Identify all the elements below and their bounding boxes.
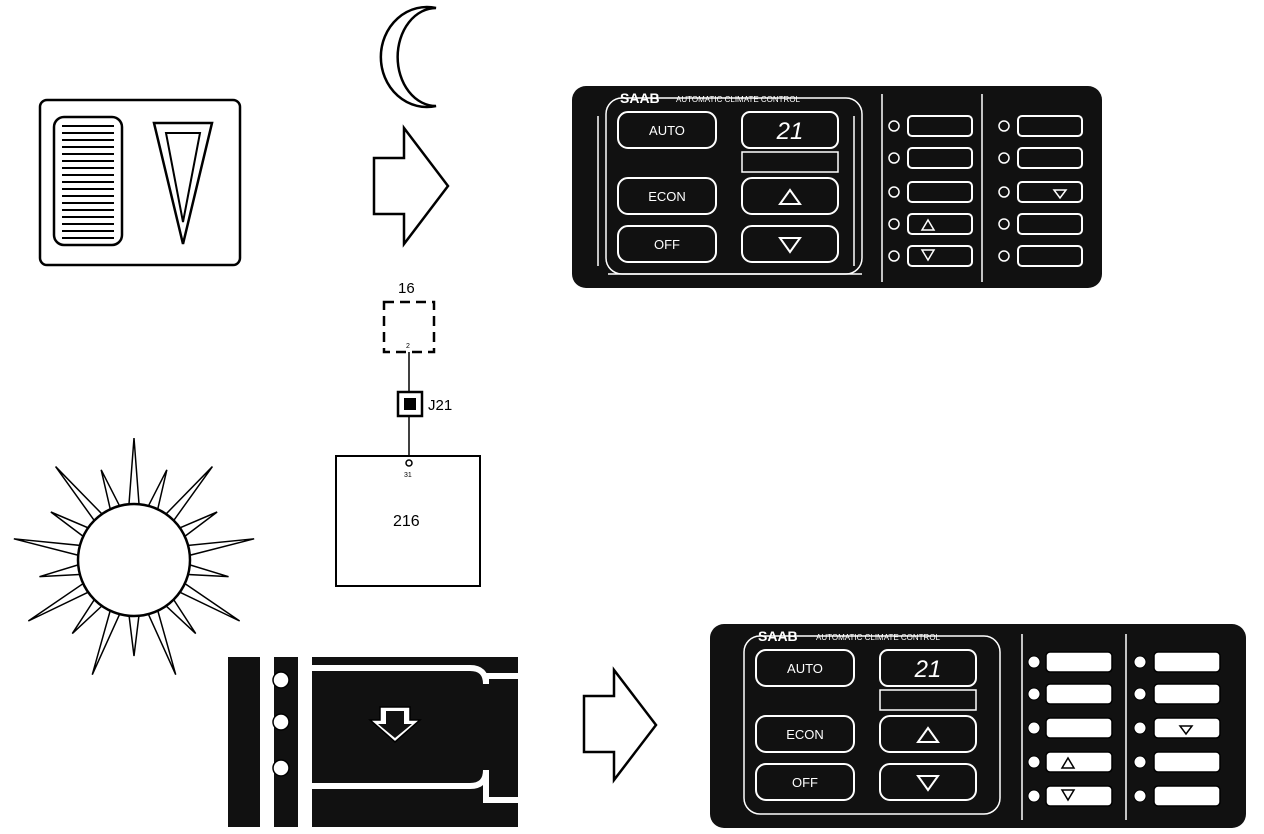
right-arrow-icon bbox=[372, 124, 450, 248]
temp-up-button[interactable] bbox=[879, 715, 977, 753]
fan-down-button[interactable] bbox=[907, 245, 973, 267]
temp-down-button[interactable] bbox=[879, 763, 977, 801]
temp-up-button[interactable] bbox=[741, 177, 839, 215]
sun-ray bbox=[27, 581, 92, 622]
temperature-value: 21 bbox=[776, 118, 804, 145]
module-pin: 31 bbox=[404, 472, 412, 479]
up-triangle-icon bbox=[778, 188, 802, 205]
junction-label: J21 bbox=[428, 397, 452, 414]
auto-button-label: AUTO bbox=[649, 123, 685, 138]
fan-up-button[interactable] bbox=[907, 213, 973, 235]
defrost-front-button[interactable] bbox=[1045, 683, 1113, 705]
up-triangle-icon bbox=[916, 726, 940, 743]
defrost-button[interactable] bbox=[1153, 651, 1221, 673]
temperature-display bbox=[741, 111, 839, 149]
defrost-button[interactable] bbox=[1017, 115, 1083, 137]
fan-down-button[interactable] bbox=[1045, 785, 1113, 807]
off-button-label: OFF bbox=[654, 237, 680, 252]
fan-up-button[interactable] bbox=[1045, 751, 1113, 773]
sun-ray bbox=[146, 607, 177, 675]
off-button[interactable] bbox=[617, 225, 717, 263]
sun-ray bbox=[127, 613, 141, 657]
module-number: 216 bbox=[393, 513, 420, 530]
auto-button[interactable] bbox=[755, 649, 855, 687]
econ-button-label: ECON bbox=[786, 727, 824, 742]
panel-brand: SAAB bbox=[758, 628, 798, 644]
vent-floor-button[interactable] bbox=[1153, 751, 1221, 773]
sun-ray bbox=[39, 563, 83, 578]
panel-subtitle: AUTOMATIC CLIMATE CONTROL bbox=[816, 633, 941, 642]
wiring-diagram: 16 2 J21 31 216 bbox=[335, 280, 481, 587]
hvac-panel-night: SAAB AUTOMATIC CLIMATE CONTROL AUTO ECON… bbox=[572, 86, 1102, 288]
connector-number: 16 bbox=[398, 280, 415, 297]
sun-ray bbox=[100, 469, 122, 513]
defrost-rear-button[interactable] bbox=[1045, 651, 1113, 673]
off-button[interactable] bbox=[755, 763, 855, 801]
connector-16 bbox=[382, 300, 436, 354]
floor-button[interactable] bbox=[1153, 717, 1221, 739]
windscreen-button[interactable] bbox=[907, 181, 973, 203]
econ-button-label: ECON bbox=[648, 189, 686, 204]
crescent-moon-icon bbox=[379, 5, 437, 109]
vent-button[interactable] bbox=[1153, 785, 1221, 807]
auto-button[interactable] bbox=[617, 111, 717, 149]
light-sensor-strip-icon bbox=[228, 657, 518, 827]
defrost-front-button[interactable] bbox=[907, 147, 973, 169]
off-button-label: OFF bbox=[792, 775, 818, 790]
vent-button[interactable] bbox=[1017, 245, 1083, 267]
dimmer-control-icon bbox=[38, 98, 242, 267]
econ-button[interactable] bbox=[617, 177, 717, 215]
defrost-rear-button[interactable] bbox=[907, 115, 973, 137]
connector-pin: 2 bbox=[406, 343, 410, 350]
sun-ray bbox=[54, 466, 105, 524]
defrost-floor-button[interactable] bbox=[1153, 683, 1221, 705]
windscreen-button[interactable] bbox=[1045, 717, 1113, 739]
panel-brand: SAAB bbox=[620, 90, 660, 106]
right-arrow-icon bbox=[582, 666, 658, 784]
econ-button[interactable] bbox=[755, 715, 855, 753]
panel-subtitle: AUTOMATIC CLIMATE CONTROL bbox=[676, 95, 801, 104]
down-triangle-icon bbox=[916, 775, 940, 792]
defrost-floor-button[interactable] bbox=[1017, 147, 1083, 169]
floor-button[interactable] bbox=[1017, 181, 1083, 203]
air-distribution-buttons-right bbox=[1017, 115, 1083, 267]
temperature-value: 21 bbox=[914, 656, 942, 683]
module-216 bbox=[335, 455, 481, 587]
sun-ray bbox=[128, 437, 140, 507]
temp-down-button[interactable] bbox=[741, 225, 839, 263]
temperature-display bbox=[879, 649, 977, 687]
sun-ray bbox=[146, 469, 168, 513]
sun-ray bbox=[185, 538, 255, 557]
sun-ray bbox=[185, 563, 229, 578]
auto-button-label: AUTO bbox=[787, 661, 823, 676]
sun-ray bbox=[13, 538, 83, 557]
vent-floor-button[interactable] bbox=[1017, 213, 1083, 235]
air-distribution-buttons-left bbox=[907, 115, 973, 267]
down-triangle-icon bbox=[778, 237, 802, 254]
sun-ray bbox=[176, 581, 241, 622]
sun-ray bbox=[163, 466, 214, 524]
sun-ray bbox=[91, 607, 122, 675]
hvac-panel-day: SAAB AUTOMATIC CLIMATE CONTROL AUTO ECON… bbox=[710, 624, 1246, 828]
